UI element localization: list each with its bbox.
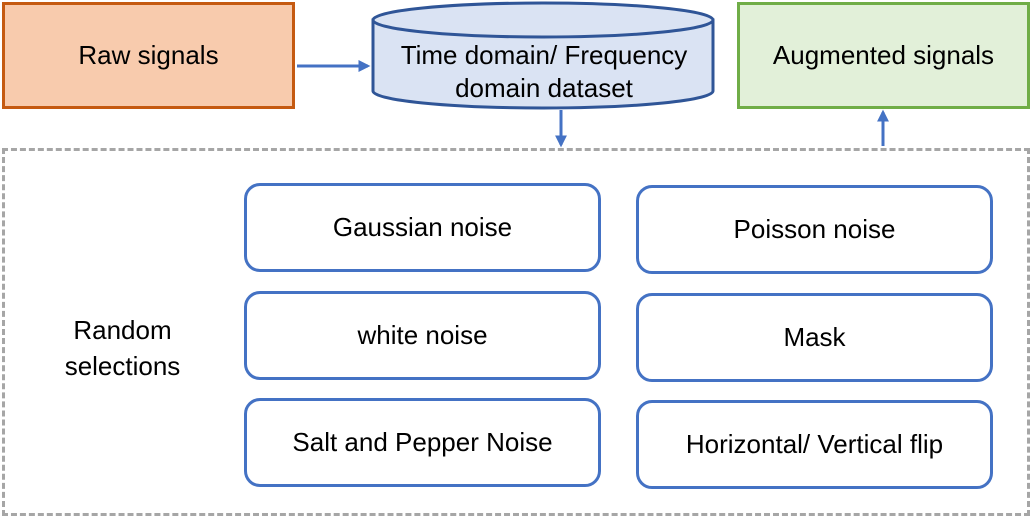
raw-signals-box: Raw signals bbox=[2, 2, 295, 109]
dataset-label-line2: domain dataset bbox=[455, 73, 633, 103]
op-mask-label: Mask bbox=[783, 322, 846, 352]
op-salt-and-pepper-noise: Salt and Pepper Noise bbox=[244, 398, 601, 487]
op-poisson-noise-label: Poisson noise bbox=[733, 214, 896, 244]
op-horizontal-vertical-flip-label: Horizontal/ Vertical flip bbox=[685, 429, 944, 459]
augmented-signals-label: Augmented signals bbox=[772, 40, 995, 70]
random-selections-label: Random selections bbox=[30, 310, 215, 386]
random-selections-line2: selections bbox=[64, 351, 181, 381]
dataset-cylinder bbox=[371, 1, 715, 110]
op-poisson-noise: Poisson noise bbox=[636, 185, 993, 274]
dataset-label: Time domain/ Frequency domain dataset bbox=[372, 36, 716, 108]
op-salt-and-pepper-noise-label: Salt and Pepper Noise bbox=[292, 427, 553, 457]
op-gaussian-noise: Gaussian noise bbox=[244, 183, 601, 272]
op-mask: Mask bbox=[636, 293, 993, 382]
op-white-noise-label: white noise bbox=[357, 320, 488, 350]
augmentation-region bbox=[2, 148, 1030, 516]
op-white-noise: white noise bbox=[244, 291, 601, 380]
op-horizontal-vertical-flip: Horizontal/ Vertical flip bbox=[636, 400, 993, 489]
augmented-signals-box: Augmented signals bbox=[737, 2, 1030, 109]
raw-signals-label: Raw signals bbox=[78, 40, 219, 70]
dataset-cylinder-body bbox=[371, 18, 715, 110]
dataset-label-line1: Time domain/ Frequency bbox=[400, 40, 688, 70]
random-selections-line1: Random bbox=[73, 315, 172, 345]
dataset-cylinder-top bbox=[371, 1, 715, 39]
op-gaussian-noise-label: Gaussian noise bbox=[332, 212, 513, 242]
